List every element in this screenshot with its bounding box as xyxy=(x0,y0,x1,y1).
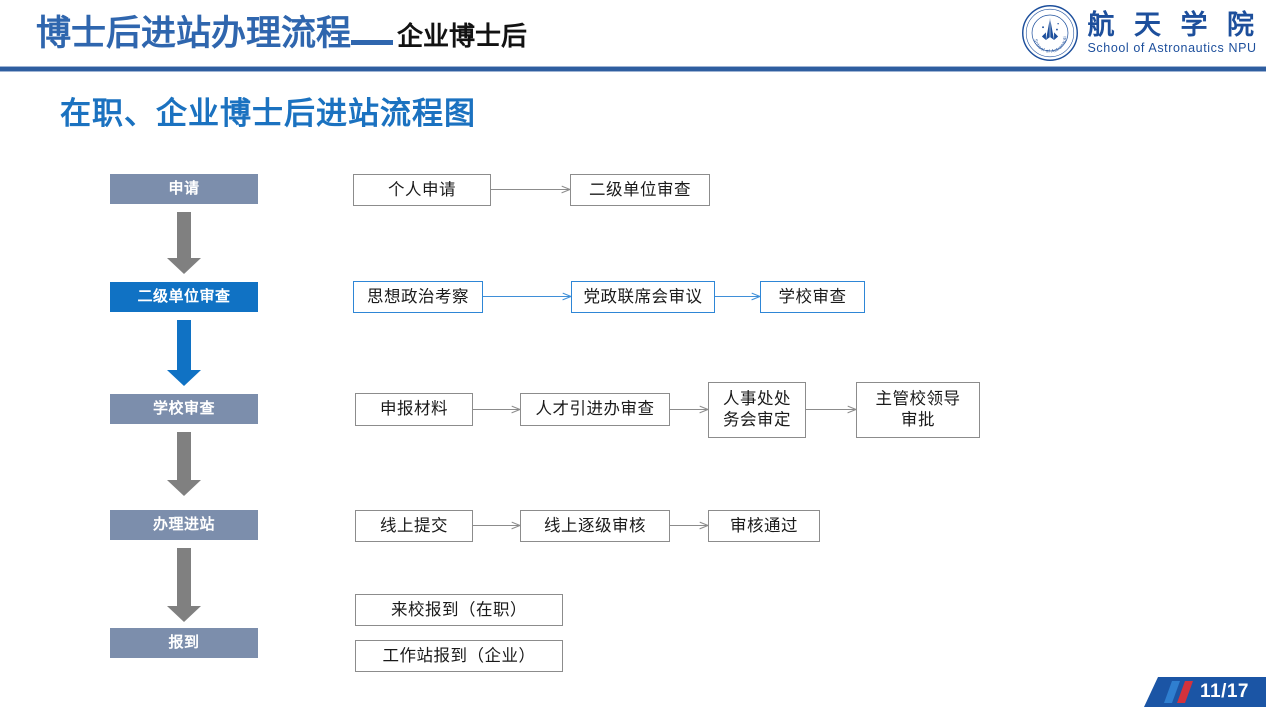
node-hr-office-decision-line1: 人事处处 xyxy=(723,390,791,408)
node-hr-office-decision[interactable]: 人事处处 务会审定 xyxy=(708,382,806,438)
stage-arrow-1 xyxy=(167,212,201,274)
stage-arrow-2 xyxy=(167,320,201,386)
page-subtitle: 在职、企业博士后进站流程图 xyxy=(60,96,476,131)
node-application-materials[interactable]: 申报材料 xyxy=(355,393,473,426)
stage-label-report[interactable]: 报到 xyxy=(110,628,258,658)
stage-arrow-4 xyxy=(167,548,201,622)
school-logo: School of Astronautics 航 天 学 院 School of… xyxy=(1021,2,1260,64)
node-political-review[interactable]: 思想政治考察 xyxy=(353,281,483,313)
node-school-review[interactable]: 学校审查 xyxy=(760,281,865,313)
connector-r1-1 xyxy=(491,184,571,196)
node-joint-meeting-review[interactable]: 党政联席会审议 xyxy=(571,281,715,313)
node-review-passed[interactable]: 审核通过 xyxy=(708,510,820,542)
connector-r2-2 xyxy=(715,291,761,303)
node-secondary-unit-review[interactable]: 二级单位审查 xyxy=(570,174,710,206)
connector-r4-1 xyxy=(473,520,521,532)
slide-title: 博士后进站办理流程 企业博士后 xyxy=(36,10,527,60)
node-report-to-workstation[interactable]: 工作站报到（企业） xyxy=(355,640,563,672)
slide-title-sub: 企业博士后 xyxy=(397,21,528,51)
stage-arrow-3 xyxy=(167,432,201,496)
node-online-tiered-review[interactable]: 线上逐级审核 xyxy=(520,510,670,542)
header-divider xyxy=(0,66,1266,72)
connector-r3-2 xyxy=(670,404,709,416)
slide-header: 博士后进站办理流程 企业博士后 School of Astronautics 航… xyxy=(0,0,1266,72)
stage-label-enter-station[interactable]: 办理进站 xyxy=(110,510,258,540)
node-vice-president-approval-line2: 审批 xyxy=(901,411,935,429)
page-number: 11/17 xyxy=(1200,681,1249,702)
slide-title-main: 博士后进站办理流程 xyxy=(36,14,352,53)
page-indicator-badge: 11/17 xyxy=(1144,677,1266,707)
node-hr-office-decision-line2: 务会审定 xyxy=(723,411,791,429)
node-talent-office-review[interactable]: 人才引进办审查 xyxy=(520,393,670,426)
node-vice-president-approval[interactable]: 主管校领导 审批 xyxy=(856,382,980,438)
node-report-to-school[interactable]: 来校报到（在职） xyxy=(355,594,563,626)
connector-r3-1 xyxy=(473,404,521,416)
connector-r2-1 xyxy=(483,291,572,303)
stage-label-school-review[interactable]: 学校审查 xyxy=(110,394,258,424)
school-logo-text: 航 天 学 院 School of Astronautics NPU xyxy=(1087,10,1260,56)
school-name-cn: 航 天 学 院 xyxy=(1087,10,1260,40)
connector-r3-3 xyxy=(806,404,857,416)
node-vice-president-approval-line1: 主管校领导 xyxy=(875,390,961,408)
title-dash-decoration xyxy=(351,40,394,45)
school-seal-icon: School of Astronautics xyxy=(1021,4,1079,61)
stage-label-secondary-unit-review[interactable]: 二级单位审查 xyxy=(110,282,258,312)
node-online-submission[interactable]: 线上提交 xyxy=(355,510,473,542)
connector-r4-2 xyxy=(670,520,709,532)
school-name-en: School of Astronautics NPU xyxy=(1087,41,1257,55)
node-personal-application[interactable]: 个人申请 xyxy=(353,174,491,206)
stage-label-apply[interactable]: 申请 xyxy=(110,174,258,204)
